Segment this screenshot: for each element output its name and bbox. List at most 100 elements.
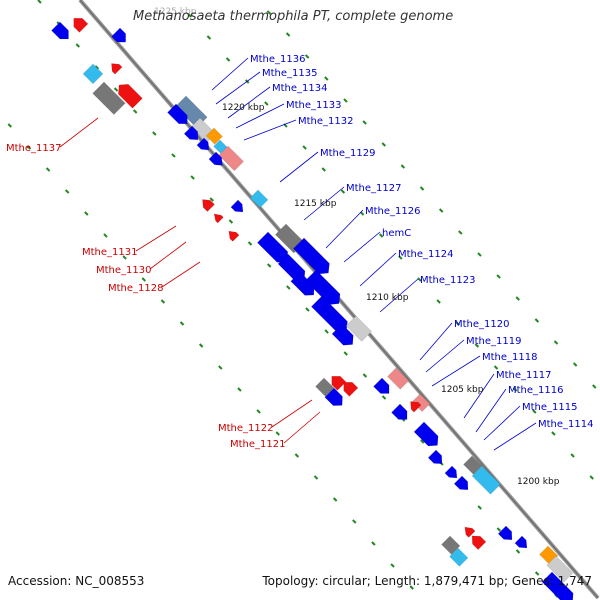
gene-feature[interactable] — [468, 532, 487, 551]
gene-label-forward[interactable]: Mthe_1133 — [286, 100, 342, 111]
gene-label-forward[interactable]: Mthe_1132 — [298, 116, 354, 127]
gene-shape[interactable] — [514, 535, 531, 552]
gene-label-forward[interactable]: hemC — [382, 228, 411, 239]
gene-label-forward[interactable]: Mthe_1126 — [365, 206, 421, 217]
gene-label-forward[interactable]: Mthe_1135 — [262, 68, 318, 79]
gene-shape[interactable] — [51, 21, 73, 43]
gene-shape[interactable] — [441, 535, 461, 555]
gene-shape[interactable] — [468, 532, 487, 551]
gene-shape[interactable] — [108, 60, 123, 75]
gene-feature[interactable] — [331, 323, 357, 349]
gene-shape[interactable] — [92, 81, 126, 115]
gene-feature[interactable] — [108, 60, 123, 75]
gene-feature[interactable] — [345, 315, 372, 342]
gene-feature[interactable] — [407, 398, 422, 413]
gene-feature[interactable] — [226, 228, 240, 242]
gene-shape[interactable] — [444, 465, 461, 482]
gene-shape[interactable] — [305, 269, 344, 309]
gene-shape[interactable] — [199, 196, 215, 212]
gene-shape[interactable] — [373, 377, 394, 398]
gene-feature[interactable] — [413, 421, 442, 450]
gene-features[interactable] — [51, 14, 578, 600]
gene-label-forward[interactable]: Mthe_1136 — [250, 54, 306, 65]
gene-label-reverse[interactable]: Mthe_1121 — [230, 439, 286, 450]
gene-shape[interactable] — [413, 421, 442, 450]
gene-shape[interactable] — [449, 547, 469, 567]
gene-feature[interactable] — [391, 403, 412, 424]
gene-shape[interactable] — [331, 323, 357, 349]
gene-feature[interactable] — [373, 377, 394, 398]
gene-shape[interactable] — [290, 271, 319, 300]
gene-feature[interactable] — [293, 237, 333, 278]
gene-feature[interactable] — [427, 449, 446, 468]
gene-feature[interactable] — [205, 127, 223, 145]
gene-label-forward[interactable]: Mthe_1123 — [420, 275, 476, 286]
gene-feature[interactable] — [196, 137, 213, 154]
gene-shape[interactable] — [293, 237, 333, 278]
gene-label-forward[interactable]: Mthe_1116 — [508, 385, 564, 396]
gene-feature[interactable] — [70, 14, 89, 33]
gene-shape[interactable] — [497, 525, 516, 544]
gene-label-forward[interactable]: Mthe_1114 — [538, 419, 594, 430]
gene-label-reverse[interactable]: Mthe_1122 — [218, 423, 274, 434]
gene-feature[interactable] — [290, 271, 319, 300]
gene-shape[interactable] — [453, 475, 472, 494]
gene-shape[interactable] — [183, 125, 202, 144]
gene-label-forward[interactable]: Mthe_1129 — [320, 148, 376, 159]
gene-feature[interactable] — [449, 547, 469, 567]
gene-shape[interactable] — [315, 377, 335, 397]
gene-shape[interactable] — [411, 393, 431, 413]
gene-shape[interactable] — [340, 378, 359, 397]
gene-feature[interactable] — [340, 378, 359, 397]
gene-label-forward[interactable]: Mthe_1118 — [482, 352, 538, 363]
gene-shape[interactable] — [471, 465, 501, 495]
gene-feature[interactable] — [199, 196, 215, 212]
gene-feature[interactable] — [453, 475, 472, 494]
gene-shape[interactable] — [328, 372, 347, 391]
gene-feature[interactable] — [82, 63, 104, 85]
gene-shape[interactable] — [114, 80, 143, 109]
gene-label-reverse[interactable]: Mthe_1137 — [6, 143, 62, 154]
gene-feature[interactable] — [411, 393, 431, 413]
gene-label-forward[interactable]: Mthe_1119 — [466, 336, 522, 347]
gene-shape[interactable] — [462, 524, 476, 538]
gene-label-forward[interactable]: Mthe_1117 — [496, 370, 552, 381]
gene-feature[interactable] — [328, 372, 347, 391]
gene-feature[interactable] — [51, 21, 73, 43]
gene-feature[interactable] — [218, 145, 244, 172]
gene-shape[interactable] — [208, 151, 226, 169]
gene-feature[interactable] — [92, 81, 126, 115]
gene-shape[interactable] — [230, 199, 247, 216]
gene-feature[interactable] — [514, 535, 531, 552]
gene-feature[interactable] — [444, 465, 461, 482]
gene-feature[interactable] — [471, 465, 501, 495]
gene-feature[interactable] — [111, 27, 130, 46]
gene-feature[interactable] — [463, 455, 483, 475]
gene-shape[interactable] — [205, 127, 223, 145]
gene-feature[interactable] — [546, 555, 574, 583]
gene-feature[interactable] — [541, 571, 577, 600]
gene-label-forward[interactable]: Mthe_1120 — [454, 319, 510, 330]
gene-label-forward[interactable]: Mthe_1127 — [346, 183, 402, 194]
gene-feature[interactable] — [305, 269, 344, 309]
gene-feature[interactable] — [441, 535, 461, 555]
gene-labels[interactable]: Mthe_1136Mthe_1135Mthe_1134Mthe_1133Mthe… — [6, 54, 594, 450]
gene-shape[interactable] — [407, 398, 422, 413]
gene-shape[interactable] — [546, 555, 574, 583]
gene-label-reverse[interactable]: Mthe_1128 — [108, 283, 164, 294]
gene-shape[interactable] — [463, 455, 483, 475]
gene-feature[interactable] — [387, 367, 410, 390]
gene-feature[interactable] — [114, 80, 143, 109]
gene-label-reverse[interactable]: Mthe_1130 — [96, 265, 152, 276]
gene-shape[interactable] — [167, 103, 192, 128]
gene-shape[interactable] — [391, 403, 412, 424]
gene-shape[interactable] — [324, 387, 347, 410]
gene-label-forward[interactable]: Mthe_1134 — [272, 83, 328, 94]
gene-label-forward[interactable]: Mthe_1124 — [398, 249, 454, 260]
gene-feature[interactable] — [208, 151, 226, 169]
gene-shape[interactable] — [427, 449, 446, 468]
gene-feature[interactable] — [183, 125, 202, 144]
gene-shape[interactable] — [111, 27, 130, 46]
gene-shape[interactable] — [249, 189, 269, 209]
gene-shape[interactable] — [226, 228, 240, 242]
